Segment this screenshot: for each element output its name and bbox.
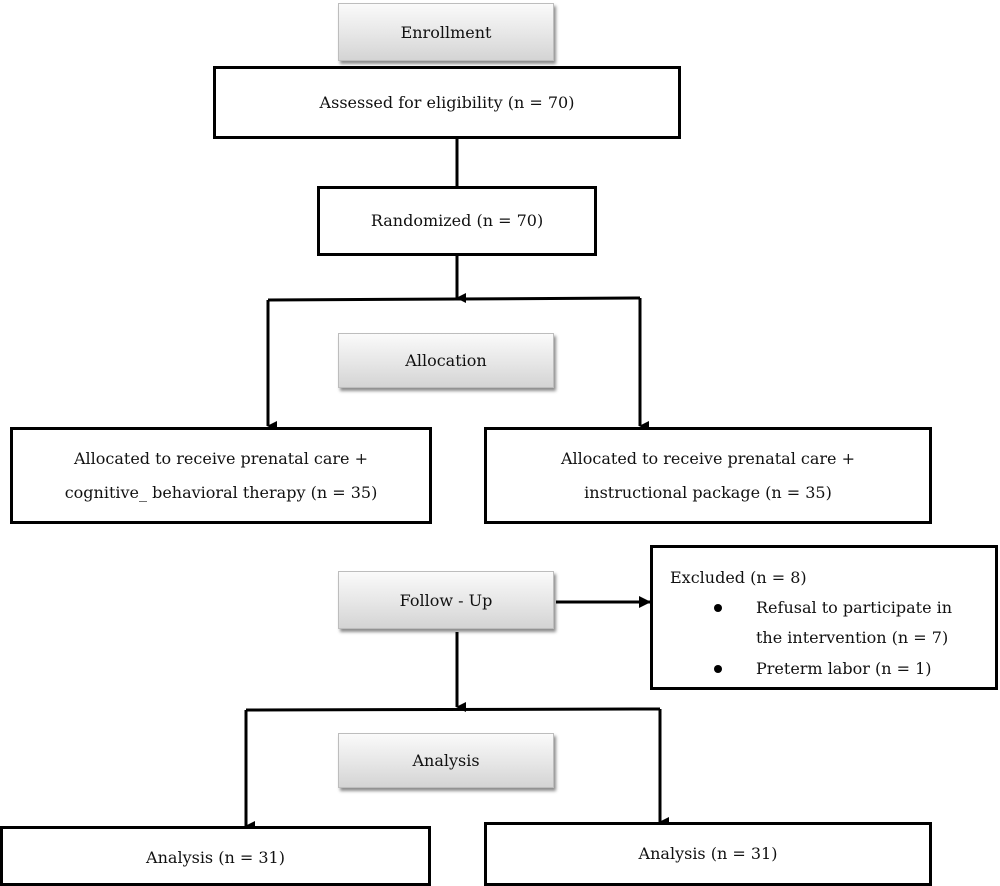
excluded-box: Excluded (n = 8) Refusal to participate … (650, 545, 998, 690)
analysis-left-text: Analysis (n = 31) (146, 848, 285, 868)
bullet-dot (714, 665, 722, 673)
stage-enrollment-label: Enrollment (400, 22, 492, 42)
stage-allocation-label: Allocation (405, 351, 487, 370)
connector-analysis-split (245, 707, 661, 712)
allocated-right-line2: instructional package (n = 35) (584, 482, 832, 502)
allocated-left-box: Allocated to receive prenatal care + cog… (10, 427, 432, 524)
connector-allocation-split (267, 296, 641, 302)
allocated-left-line2: cognitive_ behavioral therapy (n = 35) (64, 482, 378, 502)
allocated-right-line1: Allocated to receive prenatal care + (560, 448, 856, 468)
randomized-text: Randomized (n = 70) (370, 211, 544, 231)
allocated-right-box: Allocated to receive prenatal care + ins… (484, 427, 932, 524)
stage-allocation: Allocation (338, 333, 554, 388)
stage-analysis-label: Analysis (412, 751, 480, 770)
assessed-box: Assessed for eligibility (n = 70) (213, 66, 681, 139)
analysis-right-box: Analysis (n = 31) (484, 822, 932, 886)
excluded-reason1-line1: Refusal to participate in (756, 598, 953, 617)
stage-enrollment: Enrollment (338, 3, 554, 61)
excluded-reason2: Preterm labor (n = 1) (756, 659, 932, 678)
stage-analysis: Analysis (338, 733, 554, 788)
analysis-left-box: Analysis (n = 31) (0, 826, 431, 886)
excluded-title: Excluded (n = 8) (670, 568, 807, 587)
stage-follow-up: Follow - Up (338, 571, 554, 629)
randomized-box: Randomized (n = 70) (317, 186, 597, 256)
analysis-right-text: Analysis (n = 31) (638, 844, 778, 864)
assessed-text: Assessed for eligibility (n = 70) (319, 92, 575, 112)
allocated-left-line1: Allocated to receive prenatal care + (73, 448, 369, 468)
excluded-reason1-line2: the intervention (n = 7) (756, 628, 949, 647)
stage-follow-up-label: Follow - Up (399, 590, 493, 610)
bullet-dot (714, 604, 722, 612)
